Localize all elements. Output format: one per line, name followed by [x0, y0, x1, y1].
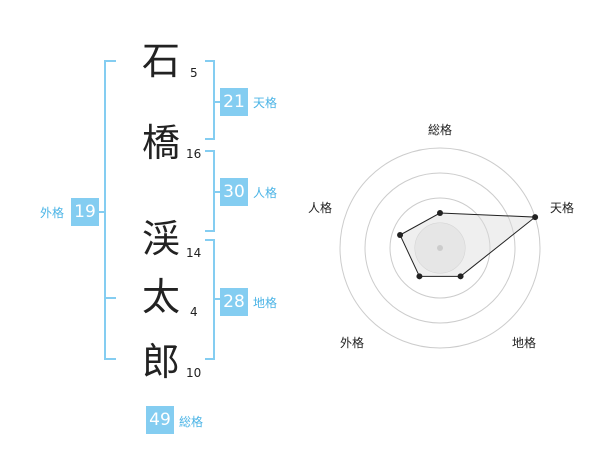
- radar-axis-label-soukaku: 総格: [428, 122, 452, 137]
- name-char-4: 太: [142, 275, 181, 319]
- stroke-count-5: 10: [186, 366, 202, 380]
- tenkaku-bracket-bottom: [205, 138, 215, 140]
- stroke-count-1: 5: [190, 66, 198, 80]
- radar-center-dot: [437, 245, 443, 251]
- radar-axis-label-tenkaku: 天格: [550, 200, 574, 215]
- chikaku-bracket-connector: [213, 298, 221, 300]
- chikaku-label: 地格: [253, 296, 278, 310]
- stroke-count-2: 16: [186, 147, 202, 161]
- soukaku-badge: 49: [146, 406, 174, 434]
- radar-grid-ring: [364, 172, 516, 324]
- tenkaku-badge: 21: [220, 88, 248, 116]
- jinkaku-bracket-bottom: [205, 230, 215, 232]
- chikaku-bracket-bottom: [205, 358, 215, 360]
- radar-axis-label-chikaku: 地格: [512, 335, 536, 350]
- radar-axis-label-jinkaku: 人格: [308, 200, 332, 215]
- radar-point-0: [437, 210, 443, 216]
- radar-point-4: [397, 232, 404, 239]
- radar-point-2: [457, 273, 464, 280]
- radar-grid-ring: [339, 147, 541, 349]
- gaikaku-bracket-vert: [104, 60, 106, 360]
- radar-point-1: [532, 214, 539, 221]
- gaikaku-label: 外格: [40, 206, 65, 220]
- radar-grid-ring: [389, 197, 491, 299]
- jinkaku-bracket-connector: [213, 191, 221, 193]
- stroke-count-4: 4: [190, 305, 198, 319]
- name-char-3: 渓: [142, 217, 181, 261]
- radar-point-3: [416, 273, 423, 280]
- jinkaku-badge: 30: [220, 178, 248, 206]
- gaikaku-bracket-mid: [104, 297, 116, 299]
- gaikaku-bracket-connector: [98, 211, 106, 213]
- gaikaku-bracket-bottom: [104, 358, 116, 360]
- chikaku-badge: 28: [220, 288, 248, 316]
- chikaku-bracket-top: [205, 239, 215, 241]
- tenkaku-bracket-top: [205, 60, 215, 62]
- jinkaku-bracket-top: [205, 150, 215, 152]
- stroke-count-3: 14: [186, 246, 202, 260]
- tenkaku-bracket-connector: [213, 101, 221, 103]
- soukaku-label: 総格: [179, 415, 204, 429]
- name-char-1: 石: [142, 39, 181, 83]
- radar-axis-label-gaikaku: 外格: [340, 335, 364, 350]
- jinkaku-label: 人格: [253, 186, 278, 200]
- name-char-5: 郎: [142, 340, 181, 384]
- gaikaku-badge: 19: [71, 198, 99, 226]
- name-char-2: 橋: [142, 121, 181, 165]
- tenkaku-label: 天格: [253, 96, 278, 110]
- radar-value-area: [399, 212, 537, 277]
- gaikaku-bracket-top: [104, 60, 116, 62]
- tenkaku-bracket-vert: [213, 60, 215, 140]
